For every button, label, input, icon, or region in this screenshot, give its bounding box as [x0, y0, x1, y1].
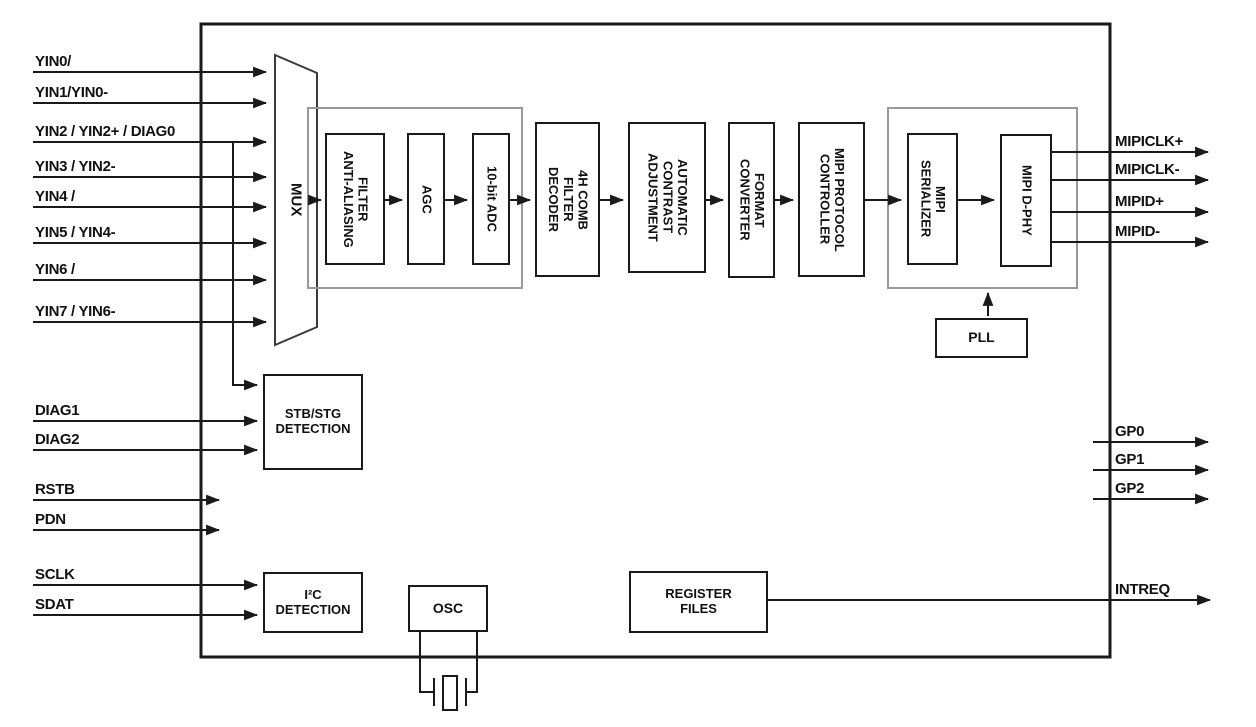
crystal-symbol [419, 631, 478, 711]
block-pll: PLL [935, 318, 1028, 358]
port-mipid-minus: MIPID- [1115, 223, 1160, 240]
port-diag2: DIAG2 [35, 431, 80, 448]
port-gp0: GP0 [1115, 423, 1145, 440]
block-automatic-contrast-adjustment: AUTOMATIC CONTRAST ADJUSTMENT [628, 122, 706, 273]
port-yin5: YIN5 / YIN4- [35, 224, 116, 241]
port-yin2: YIN2 / YIN2+ / DIAG0 [35, 123, 176, 140]
osc-label: OSC [432, 599, 464, 616]
port-yin3: YIN3 / YIN2- [35, 158, 116, 175]
agc-label: AGC [419, 184, 435, 214]
port-yin4: YIN4 / [35, 188, 75, 205]
register-files-label: REGISTER FILES [665, 586, 732, 616]
block-i2c-detection: I²C DETECTION [263, 572, 363, 633]
port-rstb: RSTB [35, 481, 75, 498]
block-agc: AGC [407, 133, 445, 265]
gpio-output-lines [1093, 436, 1210, 505]
port-mipiclk-minus: MIPICLK- [1115, 161, 1180, 178]
format-converter-label: FORMAT CONVERTER [737, 159, 768, 241]
port-yin7: YIN7 / YIN6- [35, 303, 116, 320]
port-gp1: GP1 [1115, 451, 1145, 468]
port-sclk: SCLK [35, 566, 75, 583]
block-mipi-dphy: MIPI D-PHY [1000, 134, 1052, 267]
yin-input-lines [33, 66, 268, 328]
stb-stg-label: STB/STG DETECTION [275, 406, 351, 436]
block-stb-stg-detection: STB/STG DETECTION [263, 374, 363, 470]
block-mipi-protocol-controller: MIPI PROTOCOL CONTROLLER [798, 122, 865, 277]
port-yin1: YIN1/YIN0- [35, 84, 108, 101]
i2c-detection-label: I²C DETECTION [275, 586, 351, 617]
chip-boundary [199, 22, 1112, 659]
mipi-output-lines [1052, 146, 1210, 248]
control-input-lines [33, 415, 259, 621]
block-register-files: REGISTER FILES [629, 571, 768, 633]
contrast-label: AUTOMATIC CONTRAST ADJUSTMENT [645, 153, 690, 242]
port-mipiclk-plus: MIPICLK+ [1115, 133, 1184, 150]
mipi-protocol-label: MIPI PROTOCOL CONTROLLER [817, 147, 848, 252]
mux-label: MUX [287, 183, 305, 217]
comb-decoder-label: 4H COMB FILTER DECODER [546, 166, 591, 232]
mux-shape [274, 53, 318, 347]
port-intreq: INTREQ [1115, 581, 1170, 598]
block-mipi-serializer: MIPI SERIALIZER [907, 133, 958, 265]
port-pdn: PDN [35, 511, 66, 528]
port-yin0: YIN0/ [35, 53, 72, 70]
yin2-branch-line [232, 142, 259, 391]
block-osc: OSC [408, 585, 488, 632]
pll-label: PLL [968, 329, 995, 346]
adc-label: 10-bit ADC [484, 166, 500, 232]
port-gp2: GP2 [1115, 480, 1145, 497]
block-mux: MUX [276, 160, 314, 240]
mipi-serializer-label: MIPI SERIALIZER [918, 160, 949, 238]
block-format-converter: FORMAT CONVERTER [728, 122, 775, 278]
block-4h-comb-filter-decoder: 4H COMB FILTER DECODER [535, 122, 600, 277]
mipi-output-group-box [887, 107, 1078, 289]
block-10bit-adc: 10-bit ADC [472, 133, 510, 265]
port-mipid-plus: MIPID+ [1115, 193, 1164, 210]
port-diag1: DIAG1 [35, 402, 80, 419]
mipi-dphy-label: MIPI D-PHY [1019, 165, 1035, 236]
port-yin6: YIN6 / [35, 261, 75, 278]
anti-aliasing-filter-label: ANTI-ALIASING FILTER [341, 150, 371, 248]
port-sdat: SDAT [35, 596, 74, 613]
block-anti-aliasing-filter: ANTI-ALIASING FILTER [325, 133, 385, 265]
